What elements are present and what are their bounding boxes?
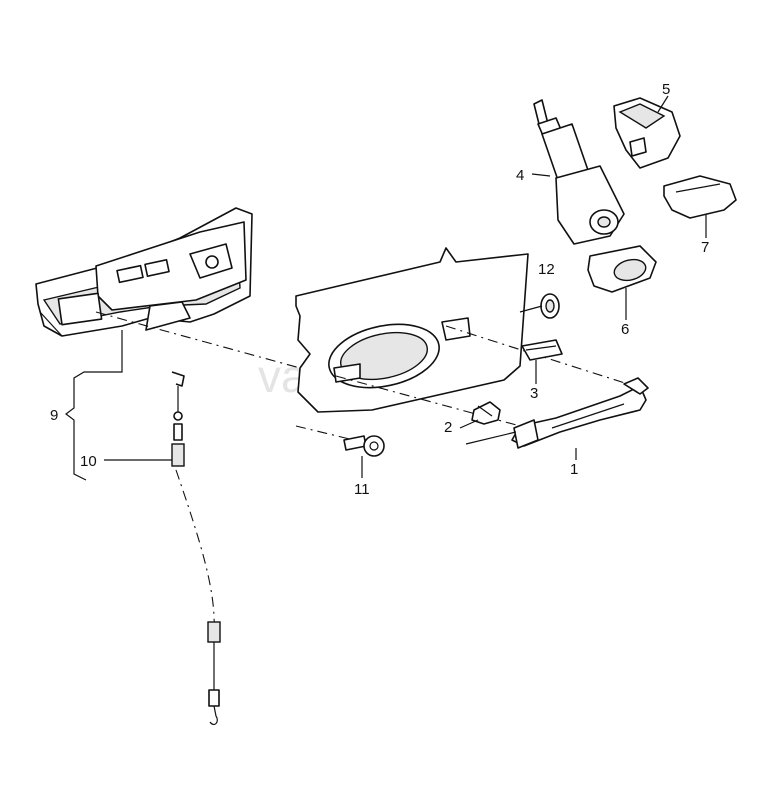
lock-cap — [613, 97, 681, 169]
trim-bezel — [587, 245, 657, 293]
callout-9: 9 — [50, 407, 58, 424]
callout-1: 1 — [570, 461, 578, 478]
cover-cap — [663, 175, 737, 219]
callout-4: 4 — [516, 167, 524, 184]
handle-carrier-bracket — [35, 207, 253, 337]
callout-11: 11 — [354, 481, 370, 498]
callout-12: 12 — [538, 261, 555, 278]
handle-clip — [465, 401, 517, 445]
door-handle — [511, 377, 649, 449]
callout-2: 2 — [444, 419, 452, 436]
leader-lines — [65, 95, 707, 481]
lock-cylinder — [533, 99, 625, 245]
callout-10: 10 — [80, 453, 97, 470]
callout-6: 6 — [621, 321, 629, 338]
callout-3: 3 — [530, 385, 538, 402]
screw — [343, 435, 385, 457]
handle-gasket — [521, 339, 563, 361]
callout-7: 7 — [701, 239, 709, 256]
grommet — [540, 293, 560, 319]
door-panel-section — [295, 247, 529, 413]
bowden-cable — [171, 371, 221, 726]
callout-5: 5 — [662, 81, 670, 98]
